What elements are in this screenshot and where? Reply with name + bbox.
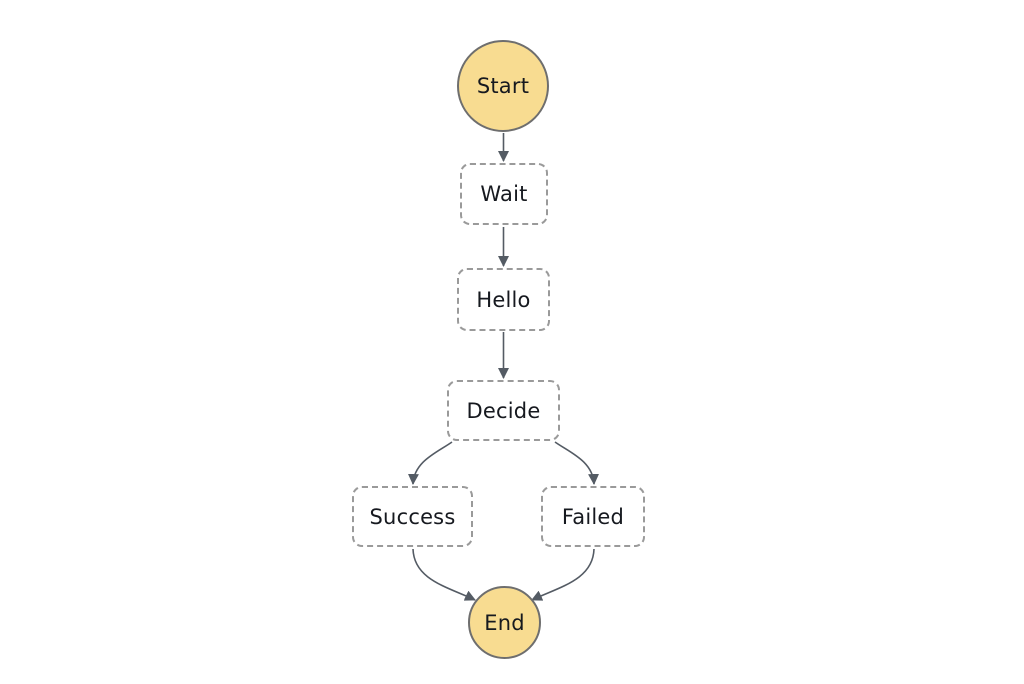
node-decide-state[interactable]: Decide [447,380,560,441]
edge-decide-to-failed [554,441,600,485]
edge-success-to-end [412,548,476,601]
node-success-state[interactable]: Success [352,486,473,547]
node-decide-label: Decide [466,398,541,423]
node-success-label: Success [369,504,456,529]
node-hello-label: Hello [476,287,531,312]
node-wait-label: Wait [480,182,528,206]
node-start-label: Start [476,74,530,98]
node-hello-state[interactable]: Hello [457,268,550,331]
node-end-label: End [484,610,525,635]
node-start: Start [457,40,549,132]
node-failed-state[interactable]: Failed [541,486,645,547]
node-end: End [468,586,541,659]
edge-failed-to-end [531,548,595,601]
edge-decide-to-success [407,441,453,485]
node-failed-label: Failed [561,504,625,529]
node-wait-state[interactable]: Wait [460,163,548,225]
